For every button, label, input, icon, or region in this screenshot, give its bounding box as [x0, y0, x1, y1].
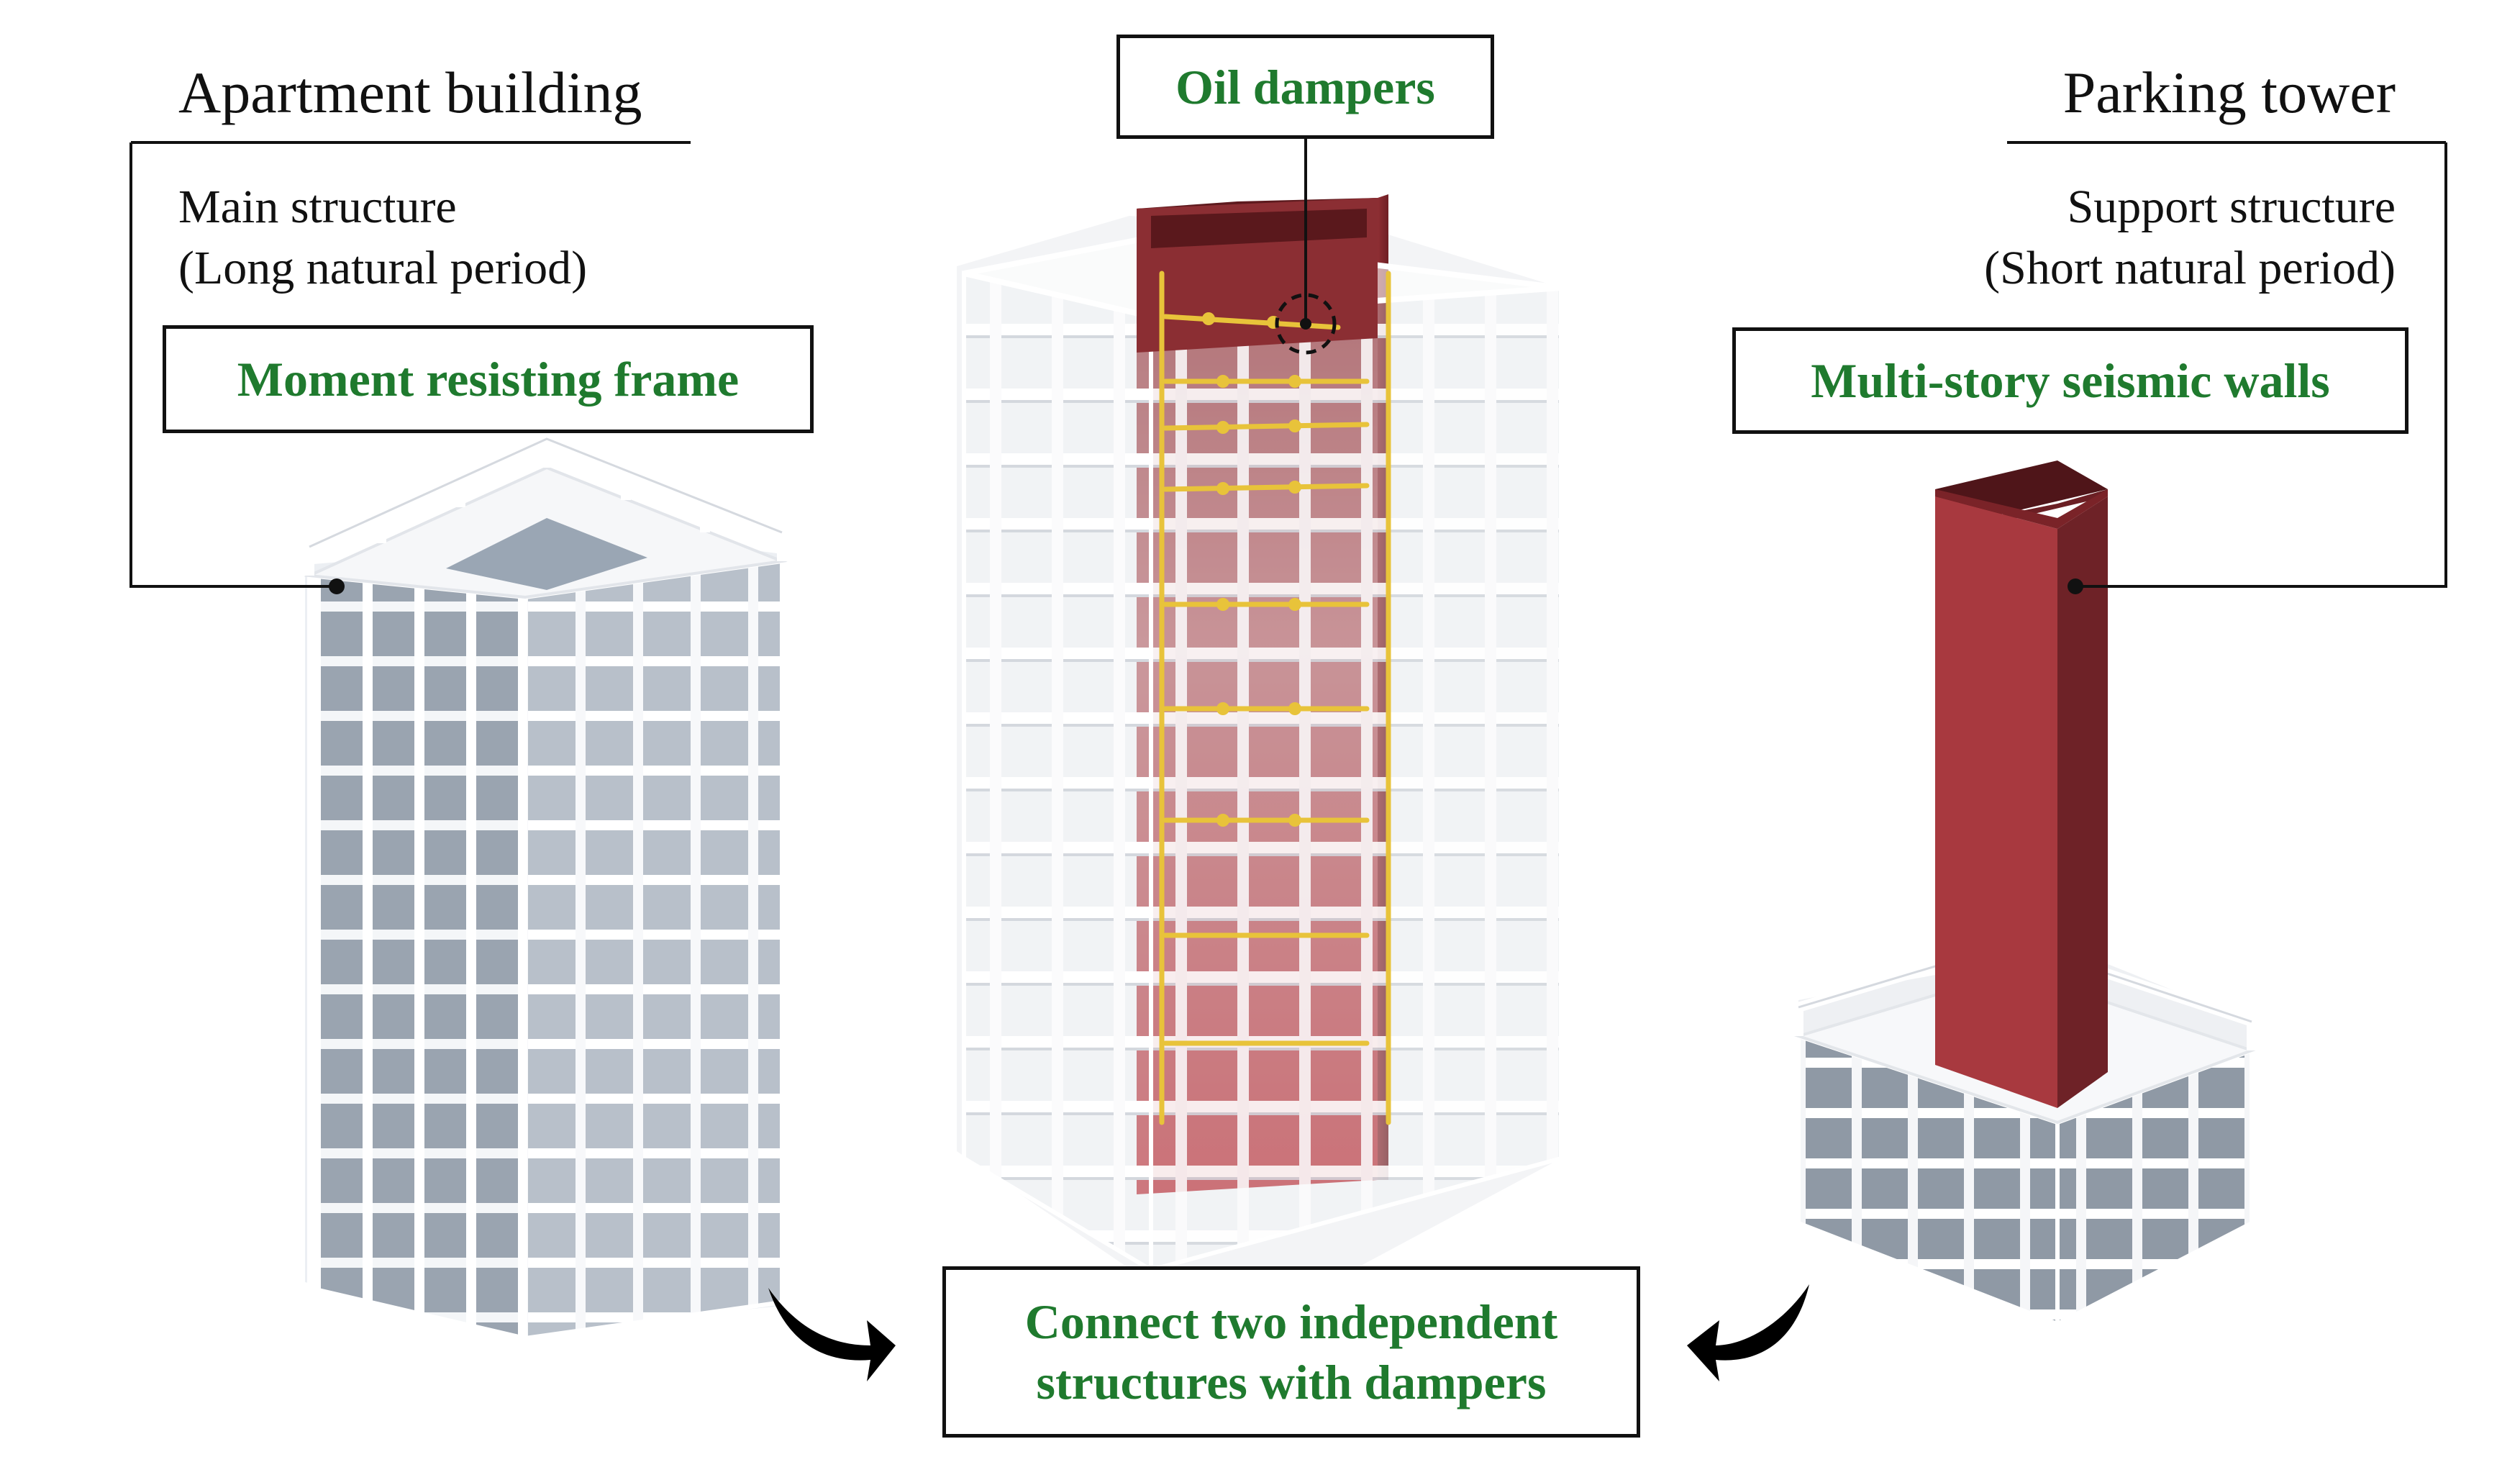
multi-story-seismic-walls-box: Multi-story seismic walls — [1732, 327, 2408, 434]
moment-resisting-frame-box: Moment resisting frame — [163, 325, 814, 433]
parking-subtitle-line2: (Short natural period) — [1984, 242, 2396, 294]
parking-subtitle-line1: Support structure — [2067, 181, 2396, 233]
apartment-subtitle-line1: Main structure — [178, 181, 457, 233]
curved-arrow-right-icon — [768, 1288, 896, 1381]
apartment-leader-line — [129, 142, 337, 588]
parking-tower-title: Parking tower — [2062, 60, 2396, 125]
parking-tower-illustration — [1793, 460, 2257, 1327]
apartment-building-illustration — [304, 433, 788, 1341]
apartment-building-title: Apartment building — [178, 60, 642, 125]
connect-line2: structures with dampers — [1036, 1355, 1547, 1409]
curved-arrow-left-icon — [1687, 1284, 1809, 1381]
oil-dampers-box: Oil dampers — [1116, 35, 1494, 139]
damper-highlight-circle — [1275, 293, 1337, 355]
combined-tower-illustration — [957, 194, 1563, 1274]
connect-structures-box: Connect two independent structures with … — [942, 1266, 1640, 1438]
parking-leader-dot — [2068, 578, 2083, 594]
oil-dampers-group — [1159, 271, 1391, 1125]
apartment-leader-dot — [329, 578, 345, 594]
apartment-subtitle-line2: (Long natural period) — [178, 242, 588, 294]
parking-leader-line — [2075, 142, 2447, 588]
connect-line1: Connect two independent — [1024, 1294, 1558, 1349]
